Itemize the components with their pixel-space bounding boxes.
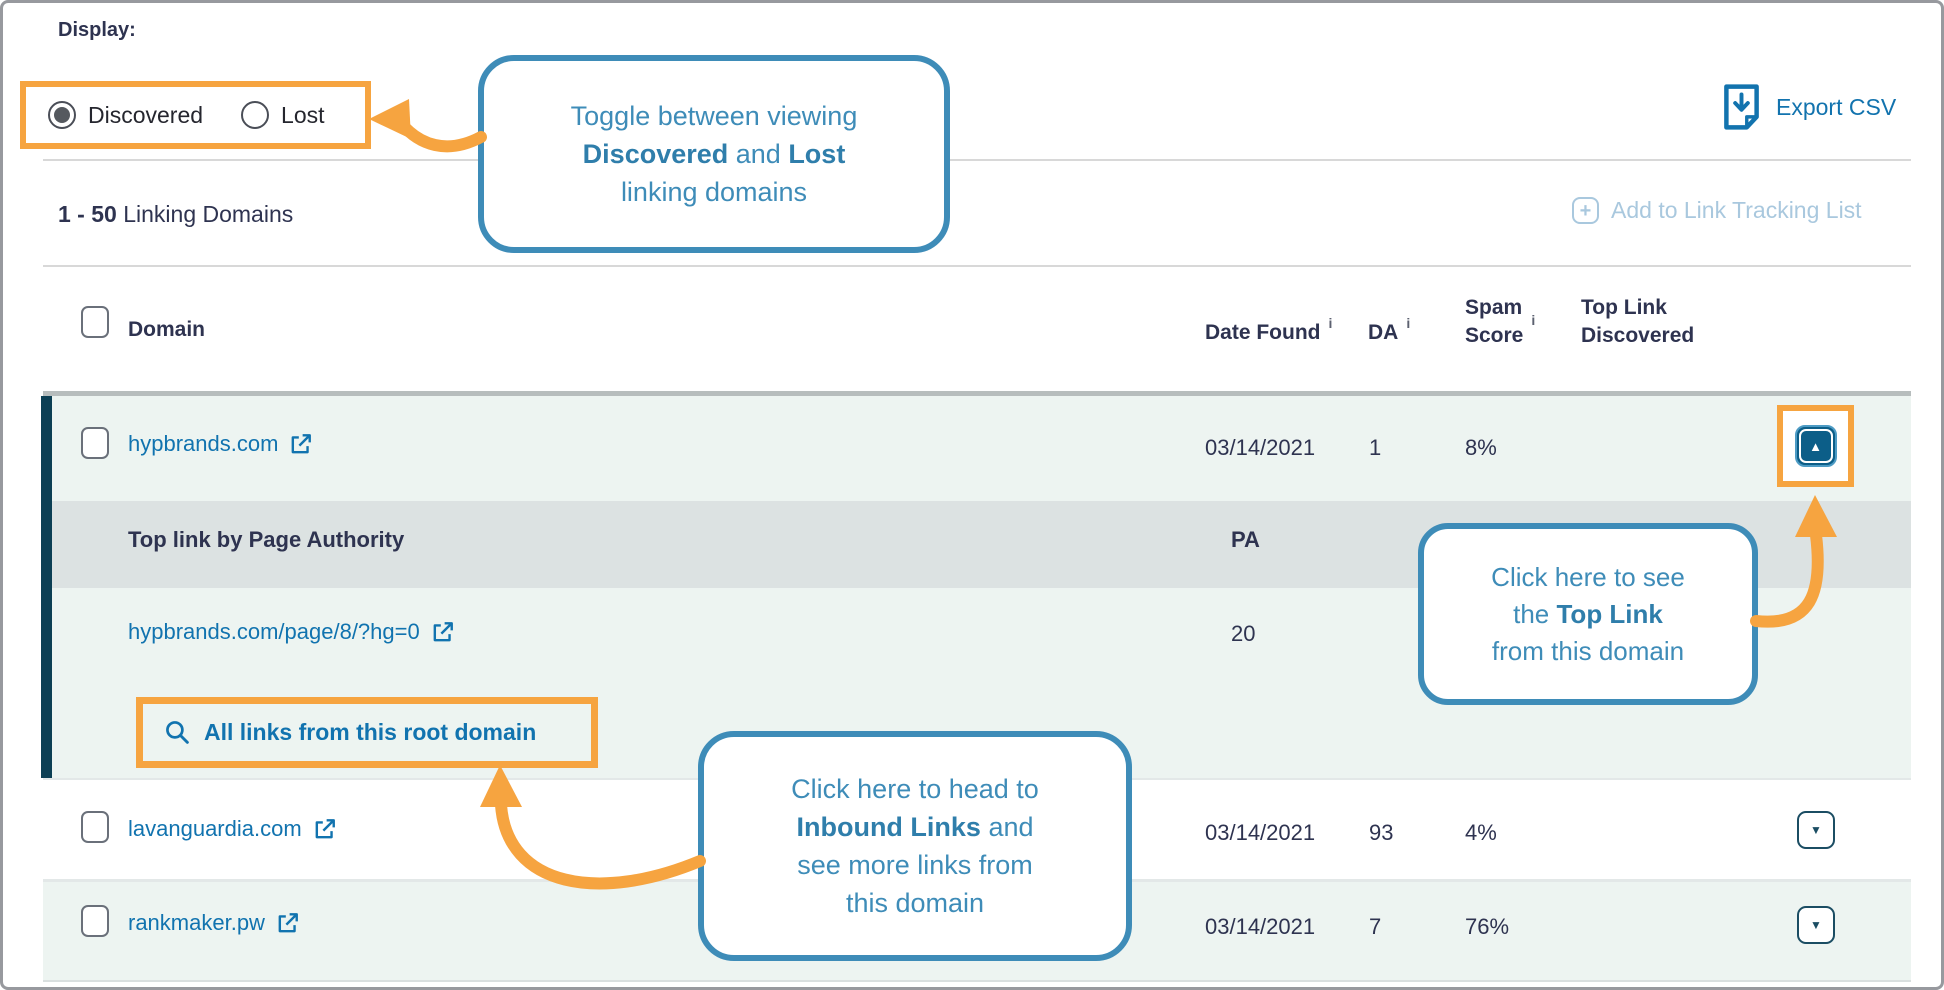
arrow-to-display-toggle	[395, 117, 487, 153]
external-link-icon	[289, 432, 313, 456]
export-csv-button[interactable]: Export CSV	[1723, 84, 1896, 130]
date-found-info-icon[interactable]: i	[1328, 315, 1333, 331]
column-header-domain: Domain	[128, 318, 206, 341]
cell-da-hypbrands: 1	[1369, 435, 1382, 460]
da-info-icon[interactable]: i	[1406, 315, 1411, 331]
radio-lost-label: Lost	[281, 101, 325, 128]
arrowhead-to-display-toggle	[369, 99, 411, 139]
add-to-link-tracking-list-label: Add to Link Tracking List	[1611, 197, 1862, 223]
radio-lost[interactable]: Lost	[241, 101, 325, 129]
export-csv-icon	[1723, 84, 1760, 130]
top-link-url-label: hypbrands.com/page/8/?hg=0	[128, 619, 420, 644]
column-header-toplink-line1: Top Link	[1581, 296, 1667, 319]
all-links-from-root-domain-link[interactable]: All links from this root domain	[136, 697, 598, 768]
cell-date-lavanguardia: 03/14/2021	[1205, 820, 1316, 845]
row-checkbox-rankmaker[interactable]	[81, 905, 109, 937]
chevron-down-icon: ▼	[1810, 823, 1822, 837]
cell-date-hypbrands: 03/14/2021	[1205, 435, 1316, 460]
cell-spam-lavanguardia: 4%	[1465, 820, 1497, 845]
results-range-label: Linking Domains	[116, 201, 294, 227]
cell-spam-rankmaker: 76%	[1465, 914, 1510, 939]
pa-column-label: PA	[1231, 527, 1260, 552]
top-link-band-label: Top link by Page Authority	[128, 527, 405, 552]
search-icon	[164, 719, 191, 746]
bottom-border	[43, 980, 1911, 982]
external-link-icon	[431, 620, 455, 644]
toggle-highlight-box: ▲	[1777, 405, 1854, 487]
domain-link-hypbrands-label: hypbrands.com	[128, 431, 279, 456]
chevron-up-icon: ▲	[1809, 438, 1822, 454]
column-header-spam-line1: Spam	[1465, 296, 1523, 319]
column-header-spam-score: Spam Score i	[1465, 294, 1535, 350]
cell-da-rankmaker: 7	[1369, 914, 1382, 939]
column-header-top-link-discovered: Top Link Discovered	[1581, 294, 1694, 350]
column-header-da-label: DA	[1368, 321, 1399, 344]
radio-lost-circle[interactable]	[241, 101, 270, 129]
row-top-border	[43, 391, 1911, 396]
display-label: Display:	[58, 19, 136, 41]
expand-top-link-button-rankmaker[interactable]: ▼	[1797, 906, 1835, 944]
select-all-checkbox[interactable]	[81, 306, 109, 338]
collapse-top-link-button[interactable]: ▲	[1794, 425, 1837, 467]
domain-link-hypbrands[interactable]: hypbrands.com	[128, 431, 313, 457]
domain-link-lavanguardia-label: lavanguardia.com	[128, 816, 302, 841]
expanded-row-accent-bar	[41, 396, 52, 778]
cell-date-rankmaker: 03/14/2021	[1205, 914, 1316, 939]
add-to-link-tracking-list-button[interactable]: + Add to Link Tracking List	[1572, 197, 1862, 224]
row-checkbox-hypbrands[interactable]	[81, 427, 109, 459]
expand-top-link-button-lavanguardia[interactable]: ▼	[1797, 811, 1835, 849]
column-header-spam-line2: Score	[1465, 324, 1524, 347]
column-header-date-found-label: Date Found	[1205, 321, 1321, 344]
column-header-date-found: Date Found i	[1205, 315, 1332, 345]
domain-link-rankmaker[interactable]: rankmaker.pw	[128, 910, 300, 936]
radio-discovered-circle[interactable]	[48, 101, 76, 129]
results-range-numbers: 1 - 50	[58, 201, 117, 227]
column-header-toplink-line2: Discovered	[1581, 324, 1695, 347]
display-mode-highlight-box: Discovered Lost	[20, 81, 371, 149]
top-link-url[interactable]: hypbrands.com/page/8/?hg=0	[128, 619, 455, 645]
spam-score-info-icon[interactable]: i	[1531, 312, 1536, 328]
cell-spam-hypbrands: 8%	[1465, 435, 1497, 460]
plus-icon: +	[1572, 197, 1599, 224]
results-range: 1 - 50 Linking Domains	[58, 201, 293, 228]
column-header-da: DA i	[1368, 315, 1410, 345]
all-links-from-root-domain-label: All links from this root domain	[204, 719, 537, 745]
domain-link-lavanguardia[interactable]: lavanguardia.com	[128, 816, 337, 842]
radio-discovered-label: Discovered	[88, 101, 204, 128]
row-checkbox-lavanguardia[interactable]	[81, 811, 109, 843]
external-link-icon	[276, 911, 300, 935]
chevron-down-icon: ▼	[1810, 918, 1822, 932]
divider-top	[43, 159, 1911, 161]
export-csv-label: Export CSV	[1776, 93, 1897, 120]
external-link-icon	[313, 817, 337, 841]
domain-link-rankmaker-label: rankmaker.pw	[128, 910, 265, 935]
pa-value: 20	[1231, 621, 1256, 646]
divider-subheader	[43, 265, 1911, 267]
radio-discovered[interactable]: Discovered	[48, 101, 203, 129]
cell-da-lavanguardia: 93	[1369, 820, 1394, 845]
